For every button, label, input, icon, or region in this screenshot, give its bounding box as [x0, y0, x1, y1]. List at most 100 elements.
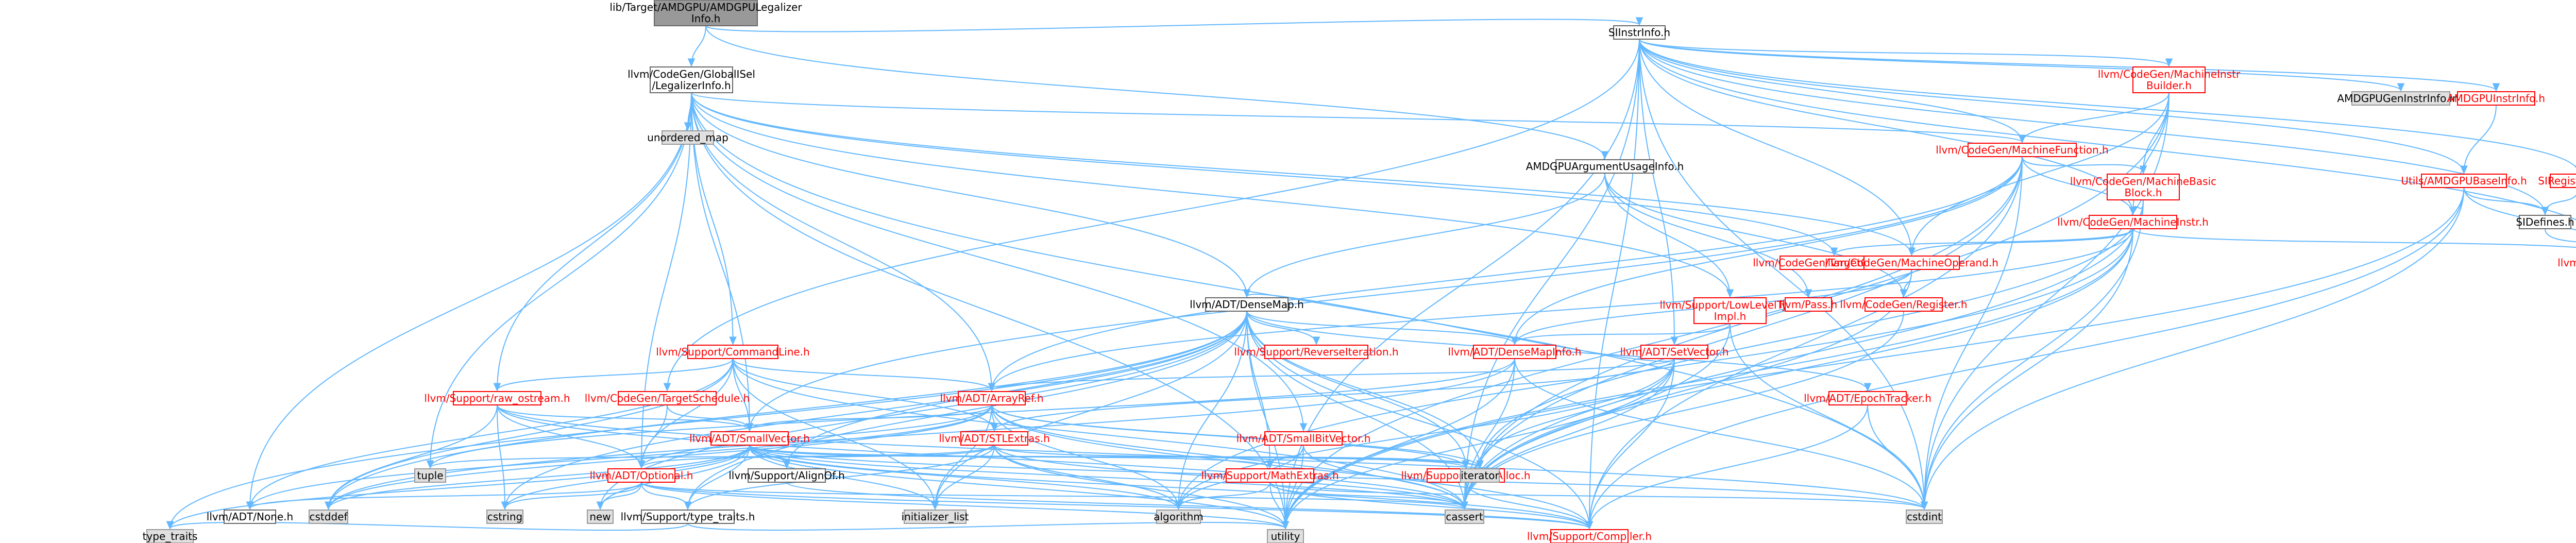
graph-node-epoch[interactable]: llvm/ADT/EpochTracker.h — [1804, 391, 1931, 405]
graph-node-cassert: cassert — [1445, 510, 1484, 524]
graph-node-siinstr[interactable]: SIInstrInfo.h — [1608, 25, 1670, 40]
dependency-edge-minstr-tgtopc — [1834, 228, 2133, 255]
node-label: llvm/Support/AlignOf.h — [728, 469, 845, 482]
graph-node-smallvec[interactable]: llvm/ADT/SmallVector.h — [689, 431, 810, 446]
dependency-edge-mathextras-algorithm — [1179, 482, 1270, 509]
node-label: Block.h — [2124, 186, 2162, 199]
dependency-edge-densemap-densemapinfo — [1246, 311, 1515, 344]
node-box — [958, 391, 1026, 405]
graph-node-gisel[interactable]: llvm/CodeGen/GlobalISel/LegalizerInfo.h — [628, 66, 755, 93]
dependency-edge-utilsbase-sidefines — [2463, 187, 2546, 214]
dependency-edge-gisel-mfunc — [691, 92, 2022, 142]
dependency-edge-siinstr-utilsbase — [1639, 39, 2464, 173]
graph-node-tgtsched[interactable]: llvm/CodeGen/TargetSchedule.h — [585, 391, 750, 405]
dependency-edge-optional-utility — [641, 482, 1285, 529]
dependency-edge-cmdline-none — [250, 358, 734, 509]
graph-node-argusage[interactable]: AMDGPUArgumentUsageInfo.h — [1526, 159, 1684, 174]
graph-node-aligned[interactable]: llvm/Support/AlignOf.h — [728, 468, 845, 483]
dependency-edge-gisel-utility — [691, 92, 1285, 529]
graph-node-pass[interactable]: llvm/Pass.h — [1780, 297, 1837, 312]
graph-node-none[interactable]: llvm/ADT/None.h — [207, 510, 293, 524]
graph-node-stlextras[interactable]: llvm/ADT/STLExtras.h — [939, 431, 1050, 446]
node-label: Impl.h — [1714, 310, 1747, 323]
graph-node-densemap[interactable]: llvm/ADT/DenseMap.h — [1190, 297, 1304, 312]
dependency-edge-mib-mfunc — [2022, 92, 2170, 142]
node-box — [904, 510, 967, 524]
graph-node-sidefines[interactable]: SIDefines.h — [2516, 215, 2574, 229]
node-box — [414, 468, 446, 483]
graph-node-amduinfo[interactable]: AMDGPUInstrInfo.h — [2447, 91, 2545, 106]
node-box — [1906, 510, 1943, 524]
graph-node-typetraits[interactable]: llvm/Support/type_traits.h — [621, 510, 755, 524]
dependency-edge-mbb-cassert — [1465, 199, 2144, 509]
dependency-edge-gisel-smallbit — [691, 92, 1303, 431]
dependency-edge-gisel-smallvec — [691, 92, 750, 431]
graph-node-cstring: cstring — [486, 510, 523, 524]
node-box — [1693, 297, 1767, 324]
graph-node-utilsbase[interactable]: Utils/AMDGPUBaseInfo.h — [2401, 174, 2527, 188]
dependency-edge-minstr-mop — [1912, 228, 2133, 255]
graph-node-cmdline[interactable]: llvm/Support/CommandLine.h — [656, 345, 810, 359]
node-box — [2421, 174, 2507, 188]
dependency-edge-setvector-compiler — [1589, 358, 1675, 529]
dependency-edge-siinstr-minstr — [1639, 39, 2133, 214]
node-box — [486, 510, 523, 524]
node-box — [1264, 431, 1343, 446]
dependency-edge-minstr-cassert — [1465, 228, 2133, 509]
node-box — [1156, 510, 1201, 524]
dependency-edge-mfunc-compiler — [1589, 156, 2023, 529]
graph-node-sireg[interactable]: SIRegisterInfo.h — [2538, 174, 2576, 188]
dependency-edge-utilsbase-compiler — [1589, 187, 2465, 529]
graph-node-optional[interactable]: llvm/ADT/Optional.h — [590, 468, 693, 483]
graph-node-reverseiter[interactable]: llvm/Support/ReverseIteration.h — [1234, 345, 1399, 359]
node-label: AMDGPUInstrInfo.h — [2447, 92, 2545, 105]
graph-node-typetraits_std: type_traits — [143, 529, 197, 543]
dependency-edge-cmdline-arrayref — [732, 358, 992, 391]
node-box — [1555, 159, 1654, 174]
dependency-edge-optional-typetraits — [641, 482, 688, 509]
dependency-edge-argusage-cgreg — [1604, 173, 1904, 297]
graph-node-cgreg[interactable]: llvm/CodeGen/Register.h — [1840, 297, 1968, 312]
dependency-edge-densemap-utility — [1246, 311, 1285, 529]
node-box — [2132, 66, 2206, 93]
dependency-edge-smallvec-iterator — [749, 445, 1480, 468]
node-label: llvm/Support/ReverseIteration.h — [1234, 346, 1398, 358]
dependency-edge-stlextras-initlist — [935, 445, 995, 509]
dependency-edge-smallvec-typetraits_std — [170, 445, 750, 529]
graph-node-cstddef: cstddef — [309, 510, 348, 524]
node-label: llvm/ADT/Optional.h — [590, 469, 693, 482]
graph-node-smallbit[interactable]: llvm/ADT/SmallBitVector.h — [1236, 431, 1371, 446]
graph-node-arrayref[interactable]: llvm/ADT/ArrayRef.h — [940, 391, 1044, 405]
node-box — [1640, 345, 1708, 359]
node-box — [607, 468, 675, 483]
dependency-edge-mfunc-arrayref — [992, 156, 2023, 391]
node-label: SIDefines.h — [2516, 216, 2574, 228]
dependency-edge-epoch-cstdint — [1867, 404, 1924, 509]
dependency-edge-smallvec-cstddef — [329, 445, 750, 509]
graph-node-mfunc[interactable]: llvm/CodeGen/MachineFunction.h — [1936, 143, 2109, 157]
node-label: tuple — [417, 469, 443, 482]
graph-node-densemapinfo[interactable]: llvm/ADT/DenseMapInfo.h — [1448, 345, 1582, 359]
dependency-edge-densemap-epoch — [1246, 311, 1868, 391]
dependency-edge-mbb-iterator — [1480, 199, 2144, 468]
graph-node-setvector[interactable]: llvm/ADT/SetVector.h — [1620, 345, 1729, 359]
graph-node-rawostream[interactable]: llvm/Support/raw_ostream.h — [424, 391, 570, 405]
node-box — [662, 130, 714, 145]
node-label: SIRegisterInfo.h — [2538, 175, 2576, 187]
graph-node-mathextras[interactable]: llvm/Support/MathExtras.h — [1201, 468, 1339, 483]
node-box — [453, 391, 541, 405]
graph-node-mcinstrdesc[interactable]: llvm/MC/MCInstrDesc.h — [2557, 256, 2576, 269]
dependency-edge-arrayref-optional — [641, 404, 992, 468]
graph-node-mop[interactable]: llvm/CodeGen/MachineOperand.h — [1825, 256, 1998, 270]
graph-node-minstr[interactable]: llvm/CodeGen/MachineInstr.h — [2057, 215, 2209, 229]
node-label: lib/Target/AMDGPU/AMDGPULegalizer — [609, 1, 802, 13]
dependency-edge-smallvec-compiler — [749, 445, 1589, 529]
dependency-edge-argusage-lowlevel — [1604, 173, 1730, 297]
node-label: cstddef — [310, 511, 348, 523]
dependency-edge-siinstr-genins — [1639, 39, 2401, 91]
graph-node-compiler[interactable]: llvm/Support/Compiler.h — [1527, 529, 1652, 543]
node-label: cassert — [1446, 511, 1483, 523]
